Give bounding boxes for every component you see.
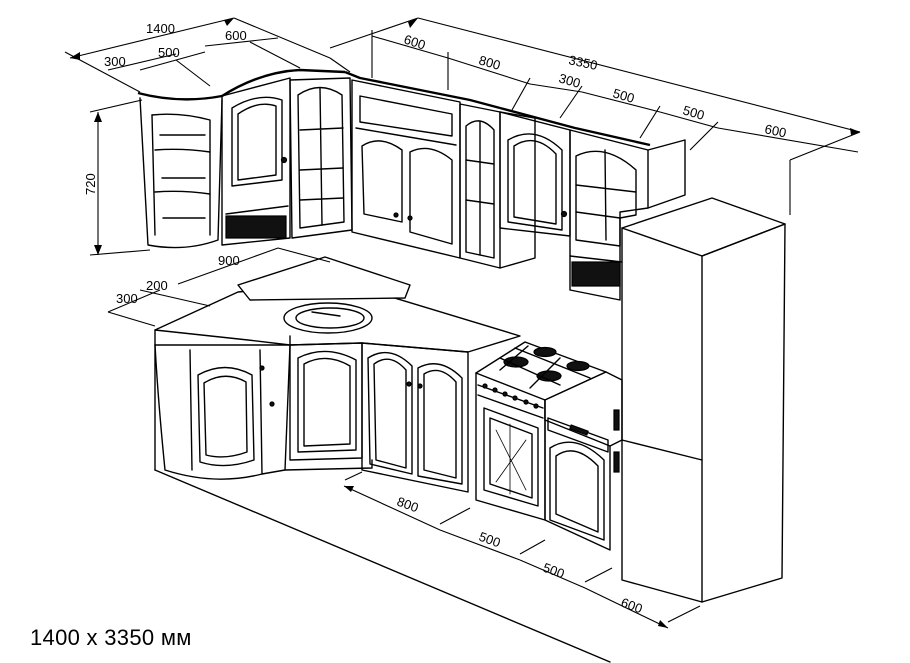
dim-upper-total-left: 1400 bbox=[146, 21, 175, 36]
dim-upper-right-600: 600 bbox=[402, 32, 427, 53]
corner-countertop-sink bbox=[154, 256, 521, 353]
dim-lower-500b: 500 bbox=[541, 560, 567, 582]
dim-lower-500a: 500 bbox=[477, 529, 503, 551]
base-double-door-cabinet bbox=[361, 342, 469, 493]
refrigerator bbox=[613, 197, 786, 603]
size-caption: 1400 x 3350 мм bbox=[30, 625, 192, 650]
upper-glass-cabinet-right bbox=[569, 129, 686, 301]
dim-lower-900: 900 bbox=[218, 253, 240, 268]
dim-upper-total-right: 3350 bbox=[567, 52, 598, 73]
base-sink-cabinet bbox=[284, 342, 373, 471]
dim-lower-300: 300 bbox=[116, 291, 138, 306]
dim-upper-left-600: 600 bbox=[225, 28, 247, 43]
upper-cabinet-door-1 bbox=[221, 77, 291, 246]
dim-lower-800: 800 bbox=[395, 494, 421, 516]
dim-upper-left-500: 500 bbox=[158, 45, 180, 60]
dim-upper-right-500a: 500 bbox=[611, 85, 636, 105]
upper-corner-cabinet-left bbox=[137, 91, 223, 249]
upper-narrow-glass-cabinet bbox=[459, 103, 536, 269]
dim-lower-200: 200 bbox=[146, 278, 168, 293]
dim-upper-right-500b: 500 bbox=[681, 102, 706, 122]
upper-glass-cabinet-corner bbox=[221, 68, 353, 239]
dim-lower-600: 600 bbox=[619, 595, 645, 617]
floor-outline bbox=[154, 344, 611, 663]
dim-upper-right-800: 800 bbox=[477, 52, 502, 72]
dim-height-720: 720 bbox=[83, 173, 98, 195]
base-right-cabinet bbox=[544, 371, 623, 551]
upper-wide-cabinet bbox=[344, 70, 501, 259]
dimension-lines bbox=[64, 17, 861, 629]
dim-upper-right-300: 300 bbox=[557, 70, 582, 90]
gas-stove bbox=[475, 341, 607, 521]
dim-upper-right-600b: 600 bbox=[763, 121, 787, 140]
base-corner-cabinet-rounded bbox=[154, 344, 291, 480]
dim-upper-left-300: 300 bbox=[104, 54, 126, 69]
dimension-labels: 1400 300 500 600 600 3350 800 300 500 50… bbox=[83, 21, 788, 616]
